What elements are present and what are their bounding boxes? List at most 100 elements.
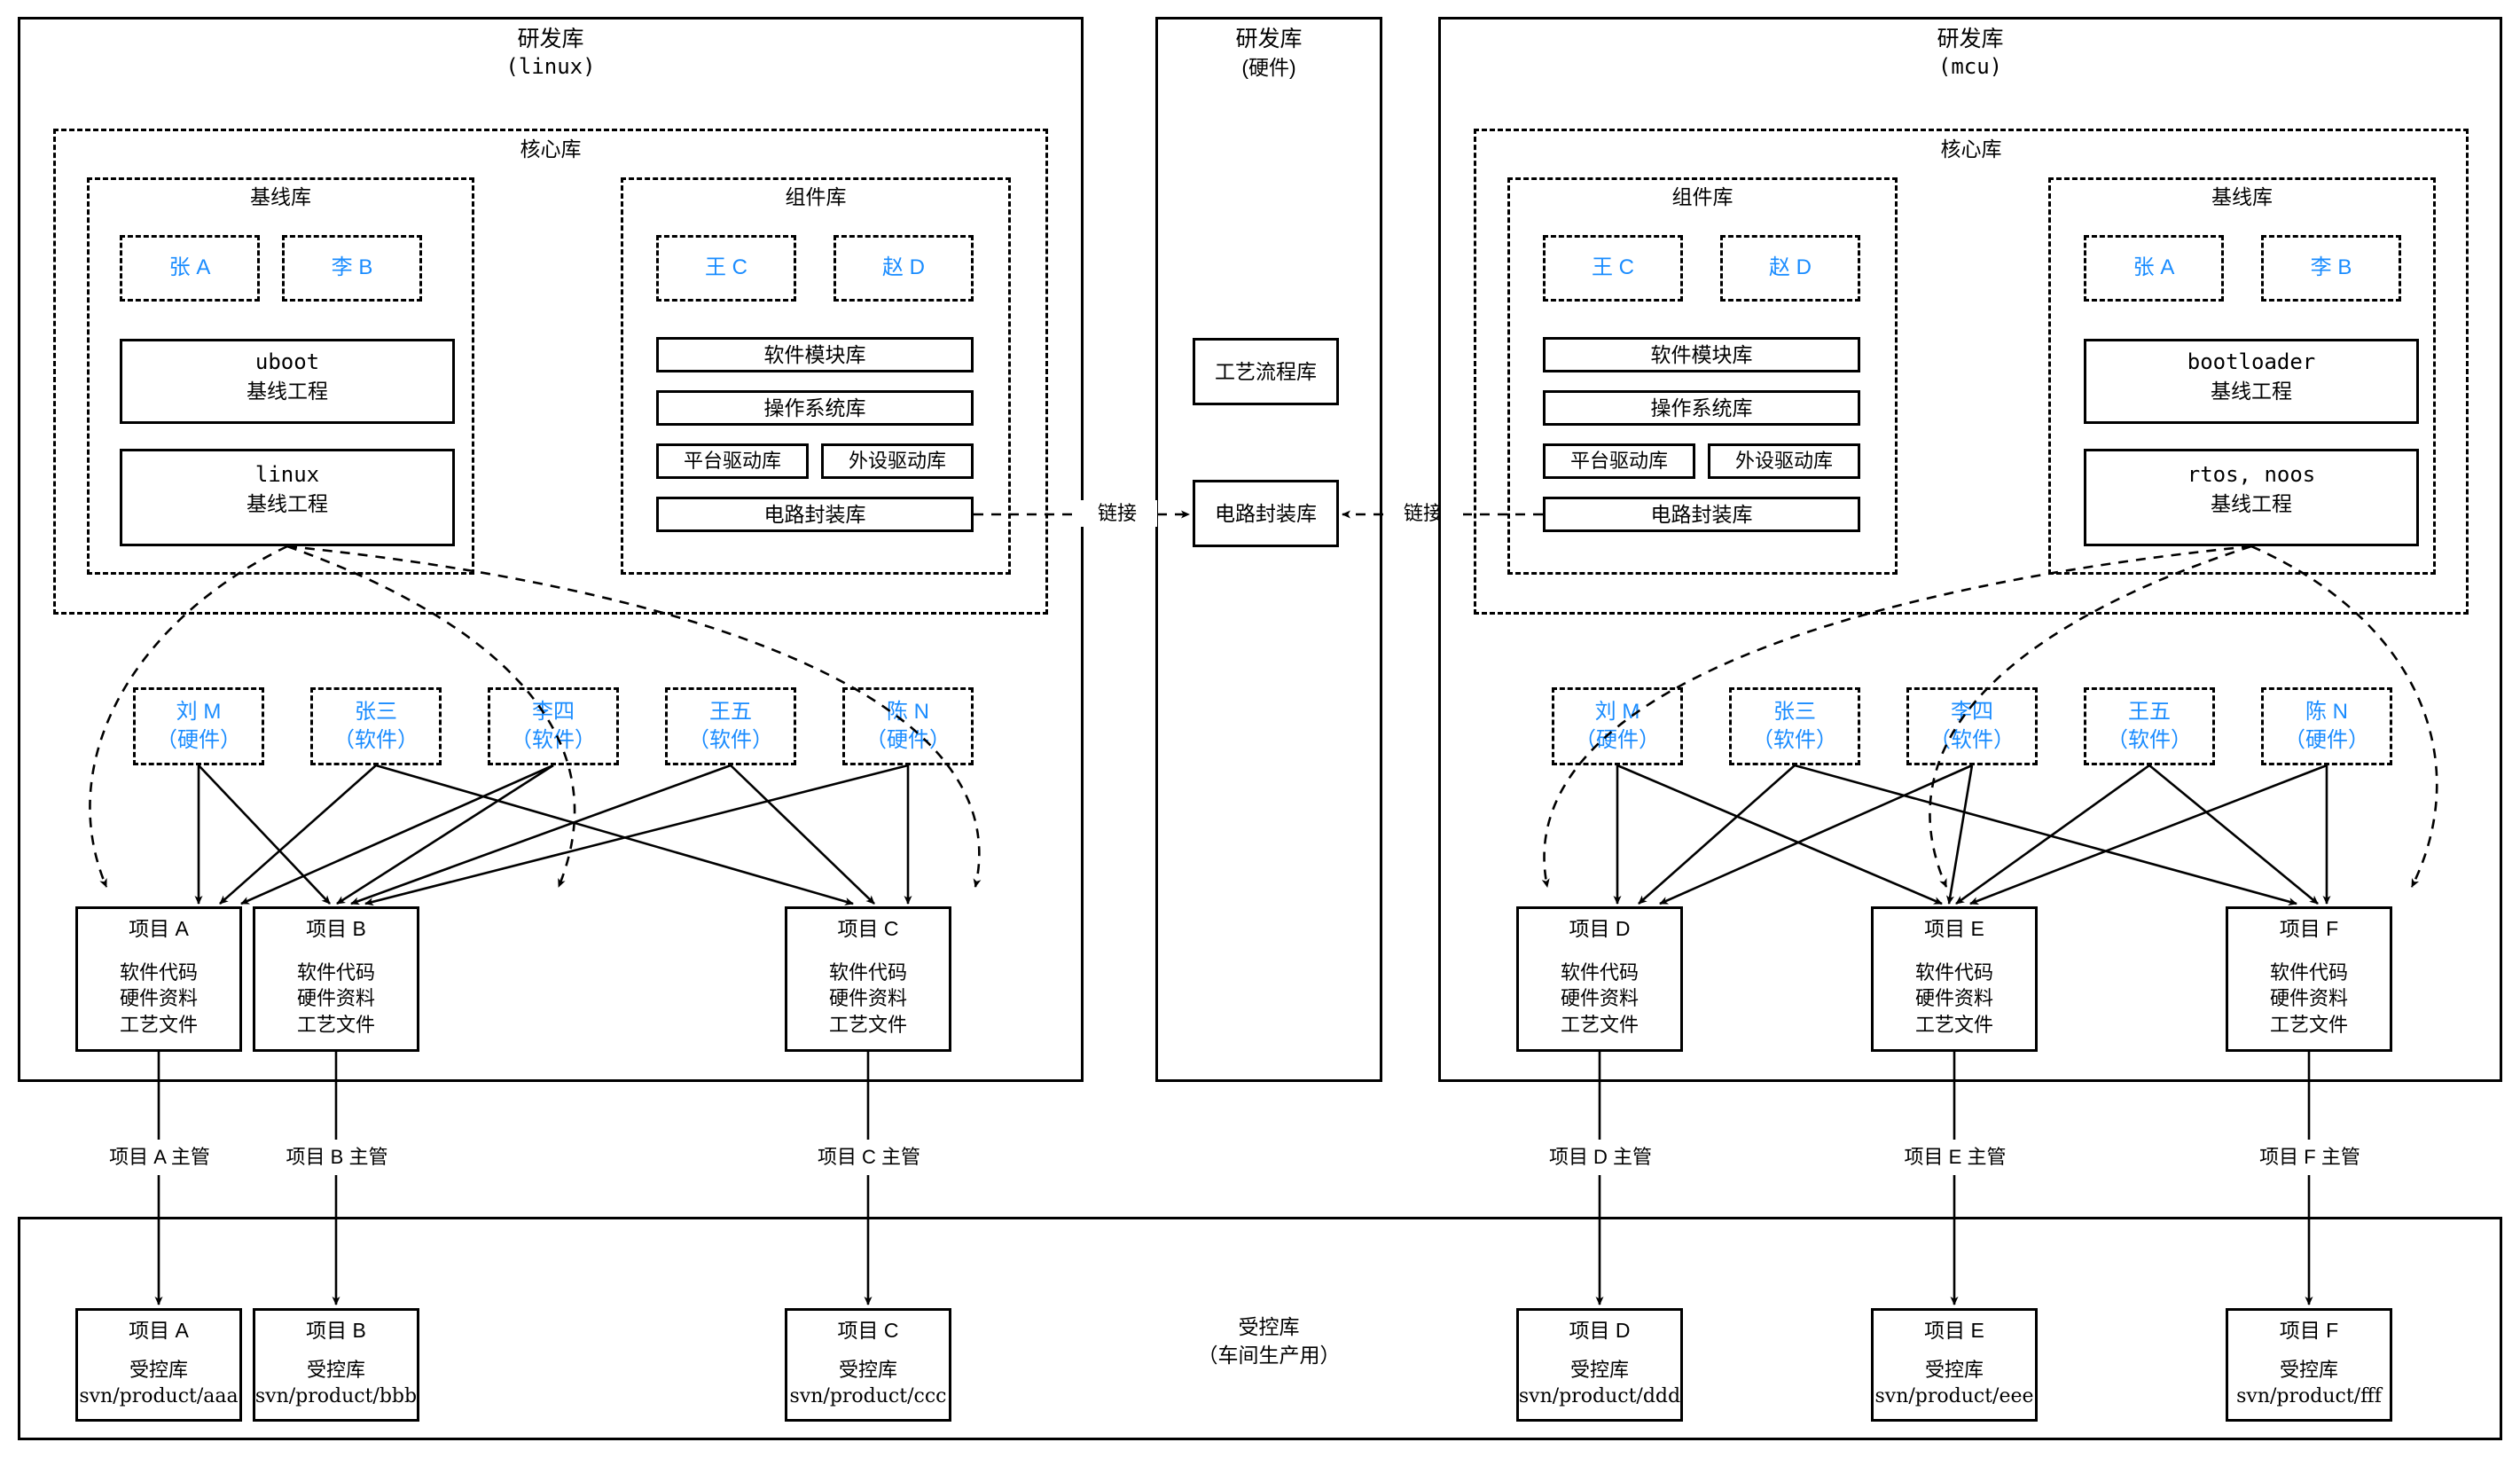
member-name: 李四 — [532, 699, 575, 724]
component-lib-label-4: 电路封装库 — [763, 502, 866, 526]
member-role: （硬件） — [865, 728, 951, 752]
member-name: 陈 N — [887, 699, 929, 724]
controlled-kind-0: 受控库 — [129, 1359, 188, 1382]
baseline-person-box-0[interactable] — [120, 235, 260, 302]
controlled-name-5: 项目 F — [2279, 1318, 2339, 1342]
project-box-mcu-1[interactable] — [1871, 906, 2038, 1052]
mcu-baseline-person-label-1: 李 B — [2310, 255, 2352, 280]
project-box-linux-2[interactable] — [785, 906, 951, 1052]
controlled-box-2[interactable] — [785, 1308, 951, 1422]
member-role: （软件） — [333, 728, 419, 752]
baseline-lib-mcu-label: 基线库 — [2211, 184, 2273, 208]
mcu-component-lib-box-1[interactable] — [1543, 390, 1860, 426]
component-person-box-1[interactable] — [833, 235, 974, 302]
hardware-box-1[interactable] — [1193, 480, 1339, 547]
project-contents-linux-0: 软件代码 硬件资料 工艺文件 — [119, 961, 198, 1036]
mcu-component-person-box-1[interactable] — [1720, 235, 1860, 302]
member-label-mcu-1: 张三 （软件） — [1729, 687, 1860, 765]
member-label-linux-0: 刘 M （硬件） — [133, 687, 264, 765]
component-lib-label-2: 平台驱动库 — [683, 450, 781, 473]
component-lib-label-1: 操作系统库 — [763, 396, 866, 419]
panel-mcu-title: 研发库 — [1937, 26, 2004, 51]
mcu-baseline-person-box-0[interactable] — [2084, 235, 2224, 302]
controlled-box-3[interactable] — [1516, 1308, 1683, 1422]
mcu-component-person-label-0: 王 C — [1592, 255, 1634, 280]
supervisor-label-4: 项目 E 主管 — [1867, 1144, 2044, 1171]
project-contents-mcu-1: 软件代码 硬件资料 工艺文件 — [1914, 961, 1993, 1036]
panel-mcu-subtitle: (mcu) — [1937, 54, 2003, 80]
project-contents-mcu-0: 软件代码 硬件资料 工艺文件 — [1560, 961, 1639, 1036]
mcu-baseline-person-label-0: 张 A — [2133, 255, 2175, 280]
controlled-box-0[interactable] — [75, 1308, 242, 1422]
controlled-path-1: svn/product/bbb — [254, 1385, 418, 1408]
component-lib-box-3[interactable] — [821, 443, 974, 479]
mcu-component-lib-label-1: 操作系统库 — [1650, 396, 1753, 419]
project-box-linux-0[interactable] — [75, 906, 242, 1052]
component-person-box-0[interactable] — [656, 235, 796, 302]
member-name: 王五 — [2128, 699, 2171, 724]
controlled-name-3: 项目 D — [1569, 1318, 1631, 1342]
project-box-mcu-0[interactable] — [1516, 906, 1683, 1052]
member-role: （软件） — [2107, 728, 2192, 752]
member-name: 陈 N — [2305, 699, 2348, 724]
mcu-component-person-label-1: 赵 D — [1769, 255, 1812, 280]
mcu-baseline-person-box-1[interactable] — [2261, 235, 2401, 302]
core-lib-linux-label: 核心库 — [520, 137, 582, 161]
component-lib-mcu-label: 组件库 — [1671, 184, 1733, 208]
baseline-person-label-0: 张 A — [168, 255, 211, 280]
mcu-component-lib-box-2[interactable] — [1543, 443, 1695, 479]
hardware-box-label-1: 电路封装库 — [1215, 501, 1317, 525]
mcu-component-lib-box-0[interactable] — [1543, 337, 1860, 372]
member-label-linux-1: 张三 （软件） — [310, 687, 442, 765]
project-name-linux-2: 项目 C — [837, 916, 899, 940]
controlled-name-1: 项目 B — [306, 1318, 366, 1342]
baseline-project-type-1: 基线工程 — [247, 491, 328, 515]
supervisor-label-3: 项目 D 主管 — [1512, 1144, 1689, 1171]
controlled-path-4: svn/product/eee — [1874, 1385, 2034, 1408]
link-label-left: 链接 — [1077, 500, 1157, 527]
member-role: （软件） — [511, 728, 596, 752]
project-contents-linux-1: 软件代码 硬件资料 工艺文件 — [296, 961, 375, 1036]
mcu-component-lib-label-2: 平台驱动库 — [1569, 450, 1668, 473]
mcu-baseline-project-box-1[interactable] — [2084, 449, 2419, 546]
component-lib-box-1[interactable] — [656, 390, 974, 426]
baseline-project-name-1: linux — [254, 462, 320, 488]
project-name-linux-1: 项目 B — [306, 916, 366, 940]
component-lib-box-4[interactable] — [656, 497, 974, 532]
baseline-lib-linux-label: 基线库 — [250, 184, 311, 208]
controlled-box-5[interactable] — [2226, 1308, 2392, 1422]
controlled-path-0: svn/product/aaa — [79, 1385, 239, 1408]
mcu-component-lib-box-3[interactable] — [1708, 443, 1860, 479]
mcu-component-lib-box-4[interactable] — [1543, 497, 1860, 532]
component-lib-box-0[interactable] — [656, 337, 974, 372]
member-label-linux-2: 李四 （软件） — [488, 687, 619, 765]
baseline-person-box-1[interactable] — [282, 235, 422, 302]
controlled-box-1[interactable] — [253, 1308, 419, 1422]
mcu-component-person-box-0[interactable] — [1543, 235, 1683, 302]
controlled-kind-3: 受控库 — [1569, 1359, 1629, 1382]
member-name: 张三 — [1773, 699, 1816, 724]
component-lib-linux-label: 组件库 — [785, 184, 847, 208]
component-lib-label-3: 外设驱动库 — [848, 450, 946, 473]
controlled-name-4: 项目 E — [1924, 1318, 1984, 1342]
hardware-box-0[interactable] — [1193, 338, 1339, 405]
controlled-path-3: svn/product/ddd — [1518, 1385, 1681, 1408]
panel-hardware-title: 研发库 — [1235, 26, 1303, 51]
component-lib-box-2[interactable] — [656, 443, 809, 479]
panel-linux-subtitle: (linux) — [505, 54, 596, 80]
baseline-person-label-1: 李 B — [331, 255, 373, 280]
supervisor-label-0: 项目 A 主管 — [71, 1144, 248, 1171]
controlled-box-4[interactable] — [1871, 1308, 2038, 1422]
mcu-baseline-project-box-0[interactable] — [2084, 339, 2419, 424]
panel-dev-hardware — [1155, 17, 1382, 1082]
member-name: 刘 M — [1594, 699, 1640, 724]
core-lib-mcu-label: 核心库 — [1940, 137, 2002, 161]
project-box-mcu-2[interactable] — [2226, 906, 2392, 1052]
controlled-kind-4: 受控库 — [1924, 1359, 1984, 1382]
supervisor-label-1: 项目 B 主管 — [248, 1144, 426, 1171]
baseline-project-box-1[interactable] — [120, 449, 455, 546]
member-role: （硬件） — [156, 728, 241, 752]
project-box-linux-1[interactable] — [253, 906, 419, 1052]
baseline-project-box-0[interactable] — [120, 339, 455, 424]
